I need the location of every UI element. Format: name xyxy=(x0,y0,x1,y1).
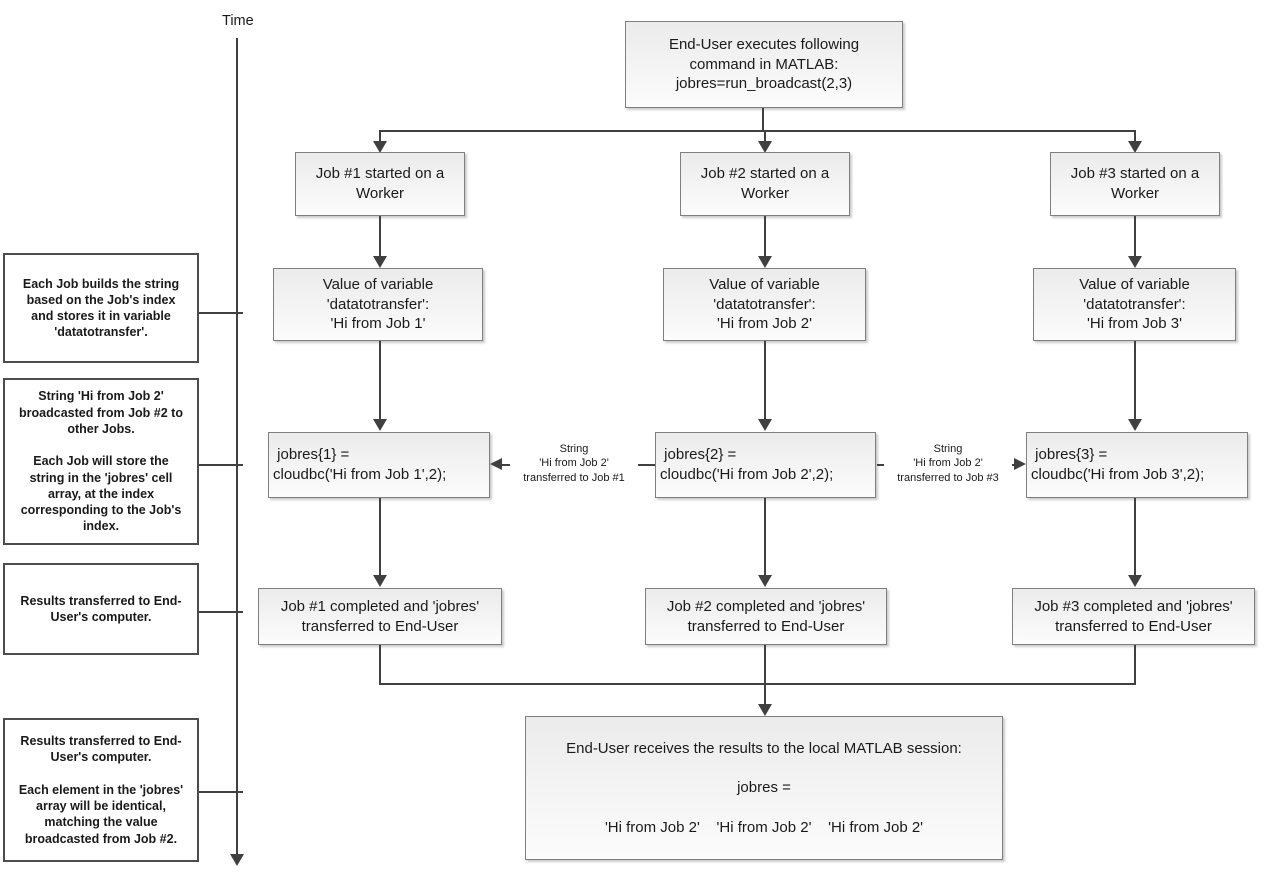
broadcast-to-job1-text: String 'Hi from Job 2' transferred to Jo… xyxy=(523,443,625,484)
annotation-connector-line xyxy=(199,791,243,793)
end-user-command-box: End-User executes following command in M… xyxy=(625,21,903,108)
arrowhead-down-icon xyxy=(758,419,772,431)
fanout-connector-line xyxy=(379,130,1136,132)
job1-jobres-text: jobres{1} = cloudbc('Hi from Job 1',2); xyxy=(273,446,447,483)
job1-completed-box: Job #1 completed and 'jobres' transferre… xyxy=(258,588,502,645)
job2-jobres-box: jobres{2} = cloudbc('Hi from Job 2',2); xyxy=(655,432,876,498)
connector-line xyxy=(1134,341,1136,420)
connector-line xyxy=(764,341,766,420)
connector-line xyxy=(764,498,766,576)
job2-completed-box: Job #2 completed and 'jobres' transferre… xyxy=(645,588,887,645)
job3-value-box: Value of variable 'datatotransfer': 'Hi … xyxy=(1033,268,1236,341)
broadcast-to-job3-label: String 'Hi from Job 2' transferred to Jo… xyxy=(884,441,1012,486)
end-user-command-text: End-User executes following command in M… xyxy=(668,35,860,93)
connector-line xyxy=(379,341,381,420)
annotation-box-build-string: Each Job builds the string based on the … xyxy=(3,253,199,363)
job2-started-box: Job #2 started on a Worker xyxy=(680,152,850,216)
time-axis-label: Time xyxy=(222,13,254,29)
merge-connector-line xyxy=(379,683,1136,685)
arrowhead-right-icon xyxy=(1014,458,1026,470)
annotation-text: Each Job builds the string based on the … xyxy=(22,276,180,340)
connector-line xyxy=(1134,645,1136,685)
job3-completed-box: Job #3 completed and 'jobres' transferre… xyxy=(1012,588,1255,645)
job3-value-text: Value of variable 'datatotransfer': 'Hi … xyxy=(1079,275,1190,333)
arrowhead-down-icon xyxy=(758,575,772,587)
arrowhead-down-icon xyxy=(373,256,387,268)
time-axis-line xyxy=(236,38,238,854)
job1-started-box: Job #1 started on a Worker xyxy=(295,152,465,216)
job3-jobres-text: jobres{3} = cloudbc('Hi from Job 3',2); xyxy=(1031,446,1205,483)
annotation-text: Results transferred to End- User's compu… xyxy=(18,734,184,846)
arrowhead-down-icon xyxy=(1128,419,1142,431)
annotation-box-results-transferred: Results transferred to End- User's compu… xyxy=(3,563,199,655)
arrowhead-down-icon xyxy=(758,141,772,153)
connector-line xyxy=(762,108,764,132)
broadcast-to-job3-text: String 'Hi from Job 2' transferred to Jo… xyxy=(897,443,999,484)
job1-jobres-box: jobres{1} = cloudbc('Hi from Job 1',2); xyxy=(268,432,490,498)
connector-line xyxy=(1134,498,1136,576)
connector-line xyxy=(764,130,766,143)
annotation-connector-line xyxy=(199,611,243,613)
time-axis-arrowhead-icon xyxy=(230,854,244,866)
job2-value-box: Value of variable 'datatotransfer': 'Hi … xyxy=(663,268,866,341)
job1-value-box: Value of variable 'datatotransfer': 'Hi … xyxy=(273,268,483,341)
end-user-results-text: End-User receives the results to the loc… xyxy=(566,739,962,836)
arrowhead-down-icon xyxy=(758,256,772,268)
job2-jobres-text: jobres{2} = cloudbc('Hi from Job 2',2); xyxy=(660,446,834,483)
connector-line xyxy=(379,130,381,143)
connector-line xyxy=(1134,216,1136,258)
job3-started-box: Job #3 started on a Worker xyxy=(1050,152,1220,216)
annotation-box-broadcast: String 'Hi from Job 2' broadcasted from … xyxy=(3,378,199,545)
annotation-text: String 'Hi from Job 2' broadcasted from … xyxy=(19,389,183,534)
broadcast-to-job1-label: String 'Hi from Job 2' transferred to Jo… xyxy=(510,441,638,486)
annotation-connector-line xyxy=(199,464,243,466)
end-user-results-box: End-User receives the results to the loc… xyxy=(525,716,1003,860)
connector-line xyxy=(379,498,381,576)
annotation-text: Results transferred to End- User's compu… xyxy=(20,593,182,624)
job2-value-text: Value of variable 'datatotransfer': 'Hi … xyxy=(709,275,820,333)
job3-completed-text: Job #3 completed and 'jobres' transferre… xyxy=(1034,597,1233,635)
connector-line xyxy=(379,216,381,258)
job1-started-text: Job #1 started on a Worker xyxy=(315,165,445,202)
connector-line xyxy=(764,645,766,708)
annotation-box-identical-elements: Results transferred to End- User's compu… xyxy=(3,718,199,862)
connector-line xyxy=(1134,130,1136,143)
arrowhead-down-icon xyxy=(373,575,387,587)
arrowhead-down-icon xyxy=(373,141,387,153)
arrowhead-down-icon xyxy=(1128,141,1142,153)
arrowhead-down-icon xyxy=(1128,256,1142,268)
annotation-connector-line xyxy=(199,312,243,314)
connector-line xyxy=(764,216,766,258)
arrowhead-down-icon xyxy=(373,419,387,431)
job1-value-text: Value of variable 'datatotransfer': 'Hi … xyxy=(322,275,434,333)
arrowhead-left-icon xyxy=(490,458,502,470)
arrowhead-down-icon xyxy=(758,704,772,716)
arrowhead-down-icon xyxy=(1128,575,1142,587)
job2-completed-text: Job #2 completed and 'jobres' transferre… xyxy=(666,597,866,635)
job1-completed-text: Job #1 completed and 'jobres' transferre… xyxy=(280,597,480,635)
job2-started-text: Job #2 started on a Worker xyxy=(700,165,830,202)
job3-started-text: Job #3 started on a Worker xyxy=(1070,165,1200,202)
job3-jobres-box: jobres{3} = cloudbc('Hi from Job 3',2); xyxy=(1026,432,1248,498)
connector-line xyxy=(379,645,381,685)
